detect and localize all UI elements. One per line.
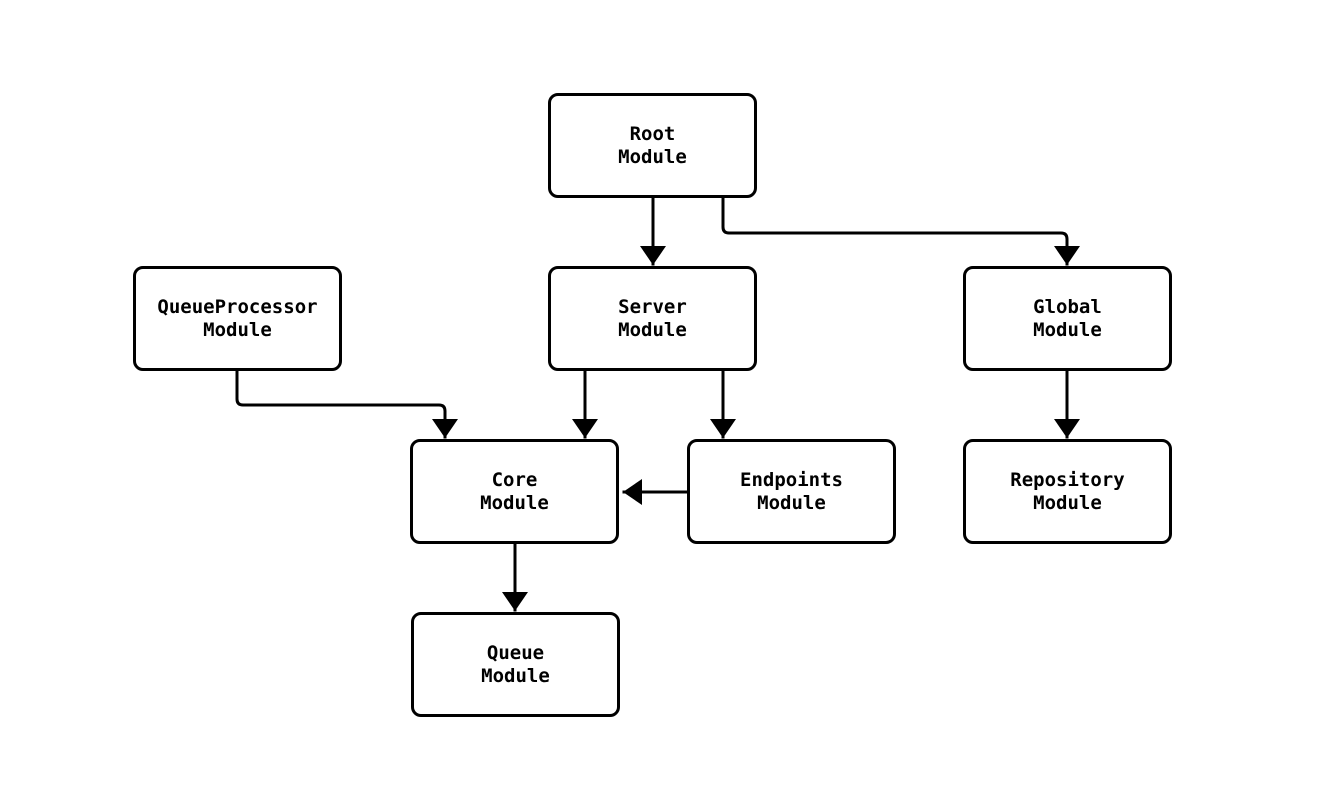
node-label-line: Global	[1033, 295, 1102, 318]
node-root-module: Root Module	[548, 93, 757, 198]
node-queueprocessor-module: QueueProcessor Module	[133, 266, 342, 371]
node-label-line: Endpoints	[740, 468, 843, 491]
node-label-line: Core	[491, 468, 538, 491]
node-label-line: Module	[757, 491, 826, 514]
node-repository-module: Repository Module	[963, 439, 1172, 544]
node-label-line: Server	[618, 295, 687, 318]
node-label-line: Module	[618, 318, 687, 341]
node-global-module: Global Module	[963, 266, 1172, 371]
node-label-line: Module	[1033, 318, 1102, 341]
edge-queueprocessor-to-core	[235, 369, 458, 439]
node-core-module: Core Module	[410, 439, 619, 544]
node-label-line: Module	[618, 145, 687, 168]
node-label-line: Module	[480, 491, 549, 514]
node-label-line: QueueProcessor	[157, 295, 318, 318]
node-label-line: Module	[481, 664, 550, 687]
node-label-line: Module	[203, 318, 272, 341]
node-queue-module: Queue Module	[411, 612, 620, 717]
node-label-line: Queue	[486, 641, 545, 664]
node-label-line: Module	[1033, 491, 1102, 514]
edge-root-to-global	[721, 197, 1080, 266]
node-endpoints-module: Endpoints Module	[687, 439, 896, 544]
node-label-line: Repository	[1010, 468, 1125, 491]
node-server-module: Server Module	[548, 266, 757, 371]
node-label-line: Root	[629, 122, 676, 145]
